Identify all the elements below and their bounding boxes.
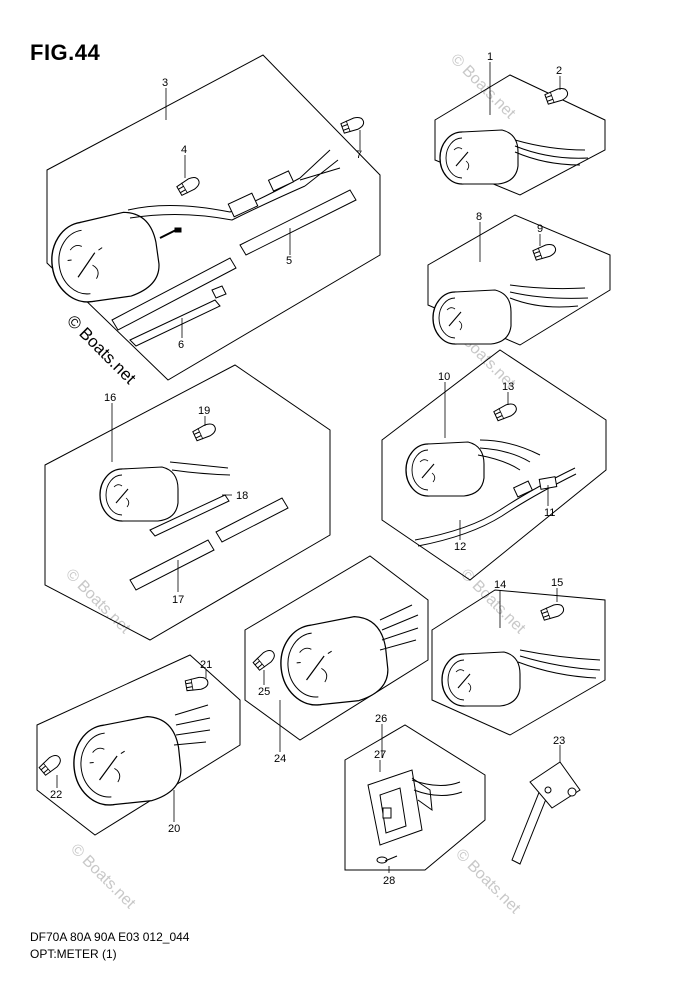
callout-14: 14 — [494, 579, 506, 591]
callout-25: 25 — [258, 686, 270, 698]
callout-11: 11 — [544, 507, 555, 519]
watermark-text: © Boats.net — [447, 51, 519, 123]
callout-9: 9 — [537, 223, 543, 235]
callout-24: 24 — [274, 753, 286, 765]
panel-8 — [427, 214, 611, 346]
bulb-22 — [37, 752, 64, 777]
panel-16 — [44, 364, 331, 641]
gauge-24 — [275, 613, 392, 710]
panel-14 — [431, 589, 606, 736]
pipe-5 — [111, 189, 357, 331]
callout-17: 17 — [172, 594, 184, 606]
footer-caption: OPT:METER (1) — [30, 947, 117, 961]
tie-6 — [129, 285, 227, 347]
leader-lines — [56, 62, 561, 873]
bulb-7 — [340, 114, 366, 135]
bulb-2 — [544, 85, 570, 106]
wires-1 — [514, 139, 589, 166]
callout-28: 28 — [383, 875, 395, 887]
panel-26 — [344, 724, 486, 871]
watermark-text: © Boats.net — [67, 841, 139, 913]
callout-21: 21 — [200, 659, 212, 671]
figure-title: FIG.44 — [30, 40, 101, 65]
wires-16 — [169, 461, 231, 476]
callout-15: 15 — [551, 577, 563, 589]
harness-11-12 — [414, 439, 577, 547]
callout-16: 16 — [104, 392, 116, 404]
callout-19: 19 — [198, 405, 210, 417]
callout-2: 2 — [556, 65, 562, 77]
gauge-8 — [432, 289, 512, 345]
sender-23 — [511, 761, 581, 865]
bulb-25 — [251, 647, 278, 672]
callout-3: 3 — [162, 77, 168, 89]
callout-1: 1 — [487, 51, 493, 63]
callout-12: 12 — [454, 541, 466, 553]
watermark-text: © Boats.net — [62, 566, 134, 638]
watermark-text: © Boats.net — [457, 566, 529, 638]
callout-5: 5 — [286, 255, 292, 267]
callout-18: 18 — [236, 490, 248, 502]
wires-24 — [379, 604, 419, 651]
panel-24 — [244, 555, 429, 741]
callout-23: 23 — [553, 735, 565, 747]
switch-27 — [367, 769, 463, 846]
callout-22: 22 — [50, 789, 62, 801]
harness-3 — [127, 149, 341, 239]
pipe-17 — [129, 497, 289, 591]
callout-6: 6 — [178, 339, 184, 351]
callout-7: 7 — [356, 149, 362, 161]
callout-20: 20 — [168, 823, 180, 835]
callout-26: 26 — [375, 713, 387, 725]
callout-13: 13 — [502, 381, 514, 393]
panel-10 — [381, 349, 607, 581]
panel-1 — [434, 74, 606, 196]
gauge-16 — [99, 466, 179, 522]
wires-20 — [173, 704, 211, 746]
gauge-20 — [68, 713, 185, 810]
wires-14 — [517, 649, 601, 679]
bulb-4 — [175, 174, 202, 197]
footer-model: DF70A 80A 90A E03 012_044 — [30, 930, 190, 944]
wires-8 — [509, 284, 589, 308]
callout-10: 10 — [438, 371, 450, 383]
panel-20 — [36, 654, 241, 836]
gauge-10 — [405, 441, 485, 497]
callouts: 1 2 3 4 5 6 7 8 9 10 11 12 13 14 15 16 1… — [50, 51, 565, 887]
gauge-1 — [439, 129, 519, 185]
gauge-14 — [441, 651, 521, 707]
screw-28 — [376, 855, 398, 864]
panel-3 — [46, 54, 381, 381]
callout-4: 4 — [181, 144, 187, 156]
callout-27: 27 — [374, 749, 386, 761]
callout-8: 8 — [476, 211, 482, 223]
bulb-9 — [532, 241, 558, 262]
bulb-15 — [540, 601, 566, 622]
bulb-21 — [184, 675, 210, 693]
bulb-13 — [492, 400, 519, 423]
gauge-3 — [45, 207, 164, 308]
tie-18 — [149, 494, 230, 537]
